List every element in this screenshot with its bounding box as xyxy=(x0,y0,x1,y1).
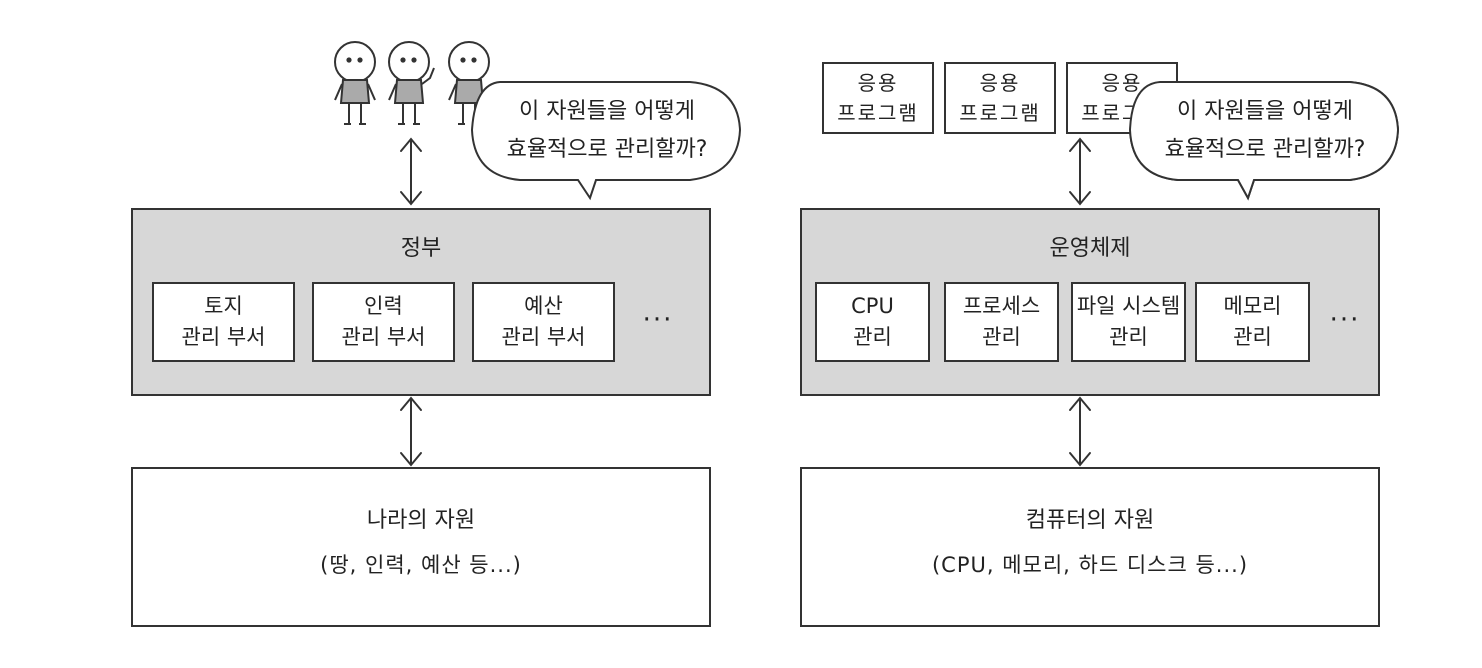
person-icon xyxy=(448,41,490,125)
arrow-apps-os xyxy=(1069,137,1091,206)
application-program-1: 응용 프로그램 xyxy=(822,62,934,134)
computer-resources-box xyxy=(800,467,1380,627)
arrow-os-computer-resources xyxy=(1069,396,1091,467)
country-resources-box xyxy=(131,467,711,627)
land-department: 토지 관리 부서 xyxy=(152,282,295,362)
speech-bubble-right-text: 이 자원들을 어떻게 효율적으로 관리할까? xyxy=(1164,99,1366,162)
person-icon xyxy=(334,41,376,125)
process-management: 프로세스 관리 xyxy=(944,282,1059,362)
cpu-management: CPU 관리 xyxy=(815,282,930,362)
country-resources-examples: (땅, 인력, 예산 등...) xyxy=(320,553,522,577)
person-icon xyxy=(388,41,435,125)
arrow-government-resources xyxy=(400,396,422,467)
application-program-2: 응용 프로그램 xyxy=(944,62,1056,134)
managers-ellipsis: ··· xyxy=(1329,305,1361,335)
arrow-people-government xyxy=(400,137,422,206)
people-icon xyxy=(334,41,490,125)
computer-resources-title: 컴퓨터의 자원 xyxy=(1025,508,1155,533)
country-resources-title: 나라의 자원 xyxy=(366,508,476,533)
personnel-department: 인력 관리 부서 xyxy=(312,282,455,362)
memory-management: 메모리 관리 xyxy=(1195,282,1310,362)
government-title: 정부 xyxy=(400,236,442,261)
operating-system-title: 운영체제 xyxy=(1049,236,1131,261)
file-system-management: 파일 시스템 관리 xyxy=(1071,282,1186,362)
speech-bubble-left xyxy=(470,81,742,201)
speech-bubble-left-text: 이 자원들을 어떻게 효율적으로 관리할까? xyxy=(506,99,708,162)
budget-department: 예산 관리 부서 xyxy=(472,282,615,362)
departments-ellipsis: ··· xyxy=(642,305,674,335)
computer-resources-examples: (CPU, 메모리, 하드 디스크 등...) xyxy=(931,553,1249,577)
